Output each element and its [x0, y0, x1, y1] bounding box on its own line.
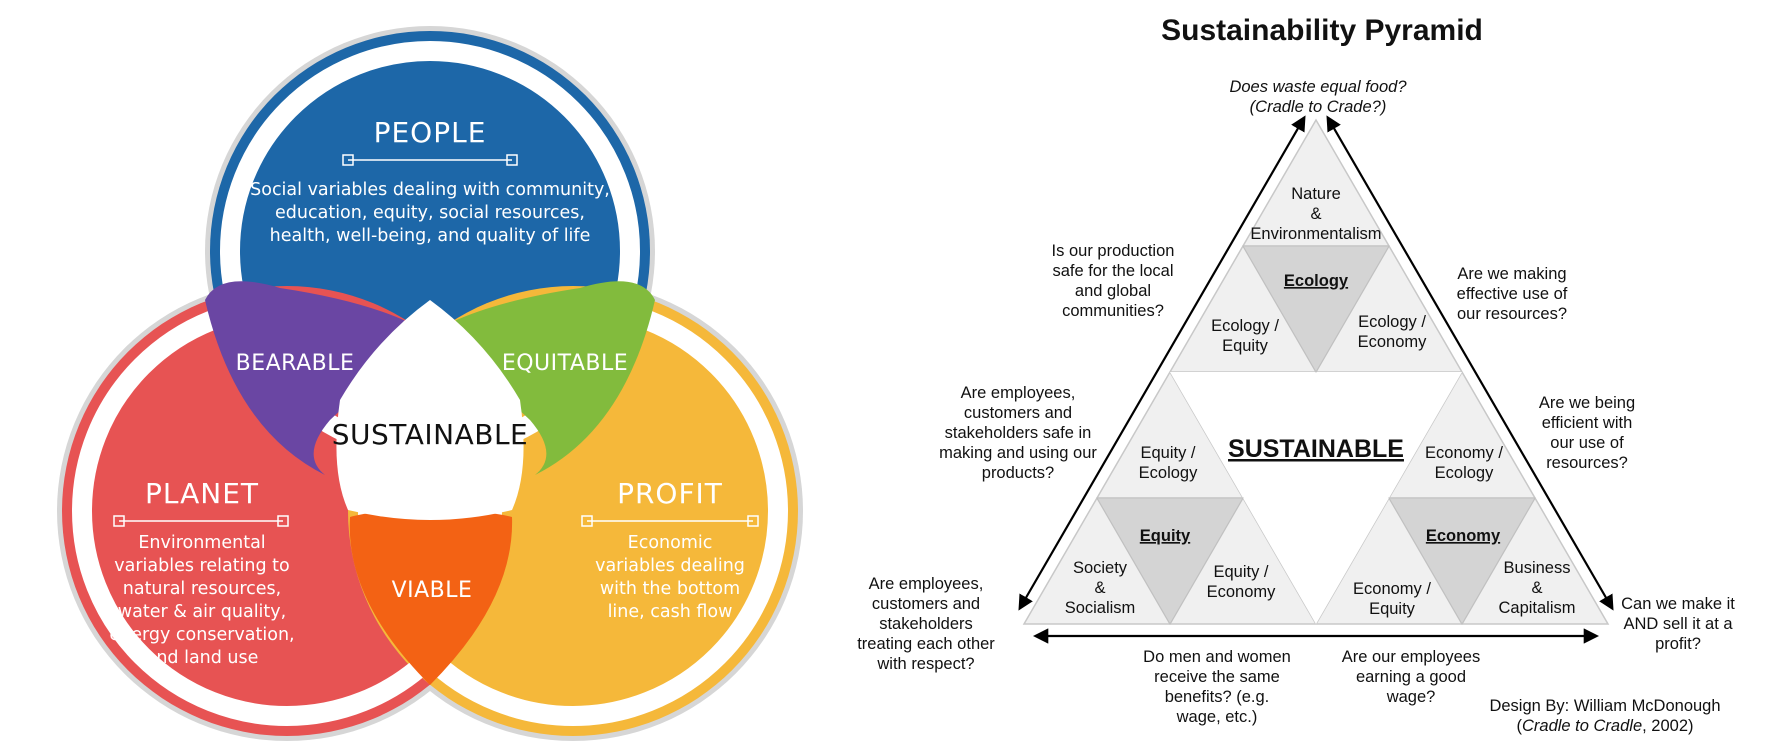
- cell-ecology-economy: Ecology /: [1358, 313, 1426, 331]
- left-arrow: [1018, 115, 1306, 611]
- viable-label: VIABLE: [392, 578, 473, 603]
- q-efficient: our use of: [1550, 434, 1624, 452]
- planet-desc-line: and land use: [146, 648, 259, 668]
- cell-sustainable: SUSTAINABLE: [1228, 435, 1404, 463]
- profit-divider: [581, 515, 759, 527]
- q-wage: earning a good: [1356, 668, 1466, 686]
- cell-society: Society: [1073, 559, 1128, 577]
- viable-petal: [349, 510, 513, 685]
- q-benefits: receive the same: [1154, 668, 1280, 686]
- q-wage: Are our employees: [1342, 648, 1481, 666]
- profit-desc-line: line, cash flow: [608, 602, 733, 622]
- planet-desc-line: water & air quality,: [118, 602, 286, 622]
- bearable-petal: [205, 281, 408, 475]
- planet-desc-line: energy conservation,: [109, 625, 294, 645]
- q-safe-using: making and using our: [939, 444, 1097, 462]
- q-efficient: Are we being: [1539, 394, 1635, 412]
- cell-society: &: [1094, 579, 1105, 597]
- venn-diagram: PEOPLE Social variables dealing with com…: [57, 26, 803, 741]
- cell-ecology: Ecology: [1284, 272, 1349, 290]
- profit-desc-line: Economic: [628, 533, 713, 553]
- q-production: communities?: [1062, 302, 1164, 320]
- profit-title: PROFIT: [617, 477, 723, 510]
- credit-line: Design By: William McDonough: [1489, 697, 1720, 715]
- cell-equity: Equity: [1140, 527, 1191, 545]
- cell-economy-ecology: Economy /: [1425, 444, 1503, 462]
- q-top-line: (Cradle to Crade?): [1250, 98, 1387, 116]
- q-production: safe for the local: [1052, 262, 1173, 280]
- q-effective: our resources?: [1457, 305, 1567, 323]
- q-sell: AND sell it at a: [1623, 615, 1733, 633]
- q-benefits: benefits? (e.g.: [1165, 688, 1270, 706]
- q-efficient: efficient with: [1542, 414, 1633, 432]
- cell-equity-ecology: Ecology: [1139, 464, 1198, 482]
- cell-economy: Economy: [1426, 527, 1501, 545]
- q-safe-using: stakeholders safe in: [945, 424, 1092, 442]
- cell-nature: Environmentalism: [1250, 225, 1381, 243]
- equitable-label: EQUITABLE: [502, 351, 628, 376]
- cell-ecology-equity: Ecology /: [1211, 317, 1279, 335]
- q-wage: wage?: [1386, 688, 1436, 706]
- q-production: Is our production: [1052, 242, 1175, 260]
- people-divider: [342, 154, 518, 166]
- people-title: PEOPLE: [374, 116, 487, 149]
- q-top-line: Does waste equal food?: [1229, 78, 1407, 96]
- q-effective: Are we making: [1457, 265, 1566, 283]
- cell-business: Business: [1504, 559, 1571, 577]
- credit-citation: (Cradle to Cradle, 2002): [1516, 717, 1693, 735]
- equitable-petal: [452, 281, 655, 475]
- cell-economy-equity: Economy /: [1353, 580, 1431, 598]
- cell-equity-economy: Equity /: [1213, 563, 1268, 581]
- people-desc-line: health, well-being, and quality of life: [270, 226, 591, 246]
- q-effective: effective use of: [1457, 285, 1568, 303]
- cell-nature: Nature: [1291, 185, 1341, 203]
- planet-desc-line: variables relating to: [114, 556, 290, 576]
- q-benefits: wage, etc.): [1176, 708, 1258, 726]
- q-benefits: Do men and women: [1143, 648, 1291, 666]
- q-safe-using: customers and: [964, 404, 1072, 422]
- sustainability-pyramid: Sustainability Pyramid: [857, 14, 1735, 735]
- people-desc-line: education, equity, social resources,: [275, 203, 585, 223]
- cell-nature: &: [1310, 205, 1321, 223]
- q-sell: profit?: [1655, 635, 1701, 653]
- right-arrow: [1326, 115, 1614, 611]
- cell-equity-economy: Economy: [1207, 583, 1277, 601]
- planet-divider: [113, 515, 289, 527]
- planet-desc-line: Environmental: [138, 533, 265, 553]
- q-respect: Are employees,: [869, 575, 984, 593]
- cell-equity-ecology: Equity /: [1140, 444, 1195, 462]
- q-sell: Can we make it: [1621, 595, 1735, 613]
- q-safe-using: products?: [982, 464, 1054, 482]
- bearable-label: BEARABLE: [236, 351, 355, 376]
- q-efficient: resources?: [1546, 454, 1628, 472]
- planet-desc-line: natural resources,: [123, 579, 281, 599]
- cell-business: Capitalism: [1498, 599, 1575, 617]
- pyramid-arrows: [1018, 115, 1614, 644]
- sustainable-center: [336, 300, 524, 520]
- profit-desc-line: with the bottom: [600, 579, 740, 599]
- people-desc-line: Social variables dealing with community,: [250, 180, 610, 200]
- sustainable-label: SUSTAINABLE: [332, 418, 528, 451]
- pyramid-title: Sustainability Pyramid: [1161, 14, 1483, 47]
- q-respect: treating each other: [857, 635, 995, 653]
- q-production: and global: [1075, 282, 1151, 300]
- cell-economy-equity: Equity: [1369, 600, 1416, 618]
- q-respect: customers and: [872, 595, 980, 613]
- profit-desc-line: variables dealing: [595, 556, 745, 576]
- planet-title: PLANET: [145, 477, 259, 510]
- q-safe-using: Are employees,: [961, 384, 1076, 402]
- cell-economy-ecology: Ecology: [1435, 464, 1494, 482]
- q-respect: with respect?: [876, 655, 974, 673]
- q-respect: stakeholders: [879, 615, 973, 633]
- cell-ecology-economy: Economy: [1358, 333, 1428, 351]
- cell-business: &: [1531, 579, 1542, 597]
- cell-society: Socialism: [1065, 599, 1136, 617]
- cell-ecology-equity: Equity: [1222, 337, 1269, 355]
